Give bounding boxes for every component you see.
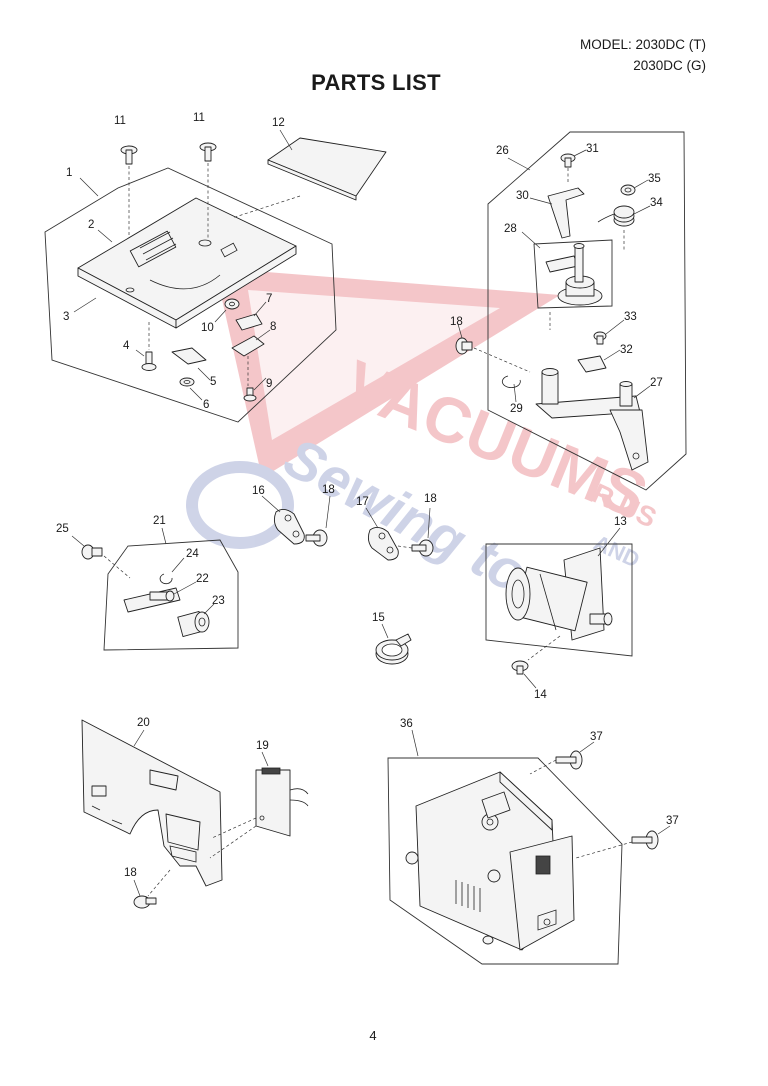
- tension-assembly-21: [71, 527, 239, 651]
- feed-mechanism-assembly: [455, 131, 687, 491]
- label-part-17: 17: [356, 496, 369, 508]
- label-part-5: 5: [210, 376, 216, 388]
- label-part-34: 34: [650, 197, 663, 209]
- label-part-37-top: 37: [590, 731, 603, 743]
- lever-7: [235, 313, 263, 331]
- label-part-30: 30: [516, 190, 529, 202]
- switch-32: [577, 355, 607, 373]
- motor-13: [505, 547, 613, 641]
- group-outline-26: [487, 131, 687, 491]
- label-part-8: 8: [270, 321, 276, 333]
- screw-4: [141, 351, 157, 371]
- label-part-37-right: 37: [666, 815, 679, 827]
- ring-35: [620, 184, 636, 196]
- bracket-16: [273, 509, 305, 545]
- label-part-19: 19: [256, 740, 269, 752]
- page-title: PARTS LIST: [311, 70, 441, 95]
- screw-33: [593, 331, 607, 345]
- label-part-31: 31: [586, 143, 599, 155]
- label-part-3: 3: [63, 311, 69, 323]
- screw-9: [243, 387, 257, 402]
- label-part-18-mid-left: 18: [322, 484, 335, 496]
- label-part-2: 2: [88, 219, 94, 231]
- label-part-20: 20: [137, 717, 150, 729]
- panel-20: [81, 719, 223, 887]
- bracket-17: [367, 527, 399, 561]
- watermark-logo-triangle: [215, 268, 560, 478]
- group-outline-28: [533, 239, 613, 309]
- label-part-15: 15: [372, 612, 385, 624]
- control-panel-20: [81, 719, 223, 909]
- screw-25: [81, 544, 103, 560]
- screw-14: [511, 660, 529, 675]
- watermark-swirl: [186, 461, 294, 549]
- label-part-7: 7: [266, 293, 272, 305]
- label-part-11-right: 11: [193, 112, 205, 124]
- label-part-23: 23: [212, 595, 225, 607]
- screw-18-feed: [455, 337, 473, 355]
- label-part-11-left: 11: [114, 115, 126, 127]
- label-part-35: 35: [648, 173, 661, 185]
- e-ring-24: [159, 573, 173, 585]
- motor-assembly-13: [485, 527, 633, 689]
- group-outline-1: [44, 167, 337, 423]
- model-number: MODEL: 2030DC (T) 2030DC (G): [580, 34, 706, 76]
- label-part-21: 21: [153, 515, 166, 527]
- arm-30: [547, 187, 585, 239]
- model-line-1: MODEL: 2030DC (T): [579, 37, 706, 52]
- screw-11-right: [199, 142, 217, 162]
- label-part-18-mid-right: 18: [424, 493, 437, 505]
- plate-spring-5: [171, 347, 207, 365]
- group-outline-21: [103, 539, 239, 651]
- model-line-2: 2030DC (G): [633, 58, 706, 73]
- frame-27: [535, 368, 649, 471]
- page-number: 4: [369, 1028, 377, 1043]
- label-part-14: 14: [534, 689, 547, 701]
- label-part-26: 26: [496, 145, 509, 157]
- label-part-18-upper: 18: [450, 316, 463, 328]
- e-ring-29: [501, 375, 521, 388]
- needle-plate-assembly: [44, 129, 387, 423]
- power-unit-assembly-36: [387, 729, 671, 965]
- screw-37-right: [631, 830, 659, 850]
- label-part-22: 22: [196, 573, 209, 585]
- spring-34: [597, 205, 635, 227]
- part-number-labels: 1 2 3 4 5 6 7 8 9 10 11 11 12 13 14 15 1…: [56, 112, 679, 879]
- label-part-36: 36: [400, 718, 413, 730]
- washer-6: [179, 377, 195, 387]
- group-outline-36: [387, 757, 623, 965]
- label-part-25: 25: [56, 523, 69, 535]
- label-part-33: 33: [624, 311, 637, 323]
- screw-37-top: [555, 750, 583, 770]
- circuit-board-19: [209, 751, 309, 859]
- label-part-18-lower: 18: [124, 867, 137, 879]
- label-part-1: 1: [66, 167, 72, 179]
- roller-23: [177, 611, 210, 637]
- screw-31: [560, 153, 576, 168]
- label-part-10: 10: [201, 322, 214, 334]
- label-part-32: 32: [620, 344, 633, 356]
- label-part-13: 13: [614, 516, 627, 528]
- feed-dog-shaft-28: [545, 243, 603, 306]
- bracket-8: [231, 335, 265, 357]
- clamp-15: [375, 623, 412, 665]
- screw-18-c: [133, 895, 157, 909]
- brackets-16-17: [261, 495, 434, 561]
- group-outline-13: [485, 543, 633, 657]
- label-part-16: 16: [252, 485, 265, 497]
- label-part-4: 4: [123, 340, 130, 352]
- nut-10: [224, 298, 240, 310]
- power-unit-36: [405, 771, 575, 951]
- label-part-27: 27: [650, 377, 663, 389]
- label-part-29: 29: [510, 403, 523, 415]
- screw-18-a: [305, 529, 328, 547]
- screw-18-b: [411, 539, 434, 557]
- screw-11-left: [120, 145, 138, 165]
- label-part-6: 6: [203, 399, 209, 411]
- label-part-12: 12: [272, 117, 285, 129]
- label-part-24: 24: [186, 548, 199, 560]
- label-part-28: 28: [504, 223, 517, 235]
- label-part-9: 9: [266, 378, 272, 390]
